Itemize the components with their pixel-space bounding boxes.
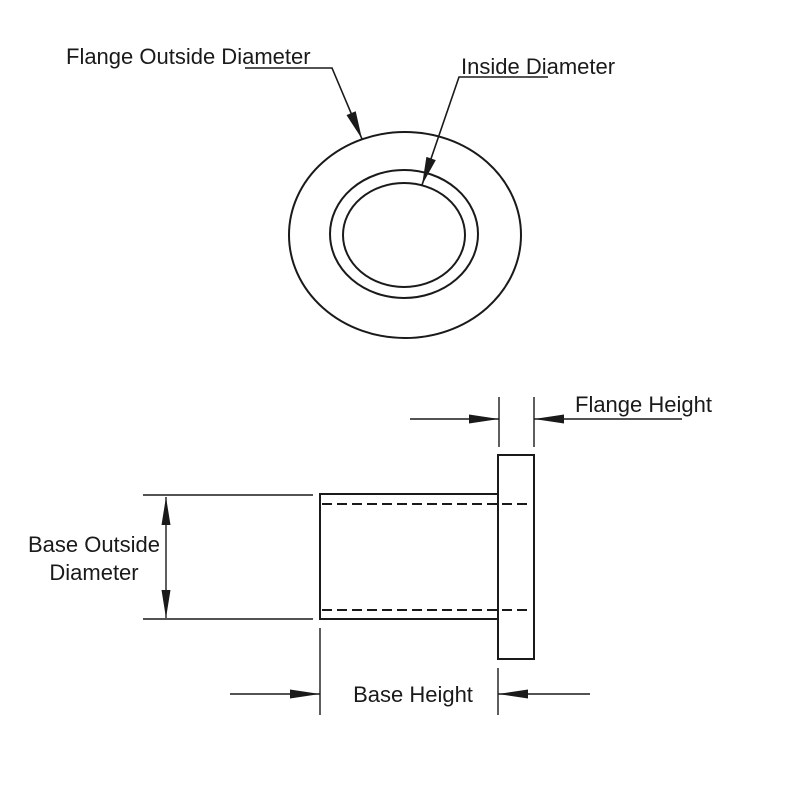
inner-bore-circle: [342, 182, 466, 288]
base-od-arrowhead-down-icon: [161, 590, 171, 618]
base-outside-diameter-label-line1: Base Outside: [28, 532, 160, 557]
base-height-arrowhead-left-icon: [290, 689, 320, 699]
flange-outer-circle: [288, 131, 522, 339]
base-od-arrowhead-up-icon: [161, 497, 171, 525]
base-body-outline: [319, 493, 499, 620]
flange-height-dimension: Flange Height: [410, 392, 712, 447]
dimension-annotations: Flange Height Base Outside Diameter: [28, 392, 712, 715]
flange-height-arrowhead-left-icon: [469, 414, 499, 424]
base-height-dimension: Base Height: [230, 628, 590, 715]
inside-diameter-label: Inside Diameter: [461, 54, 615, 79]
inside-diameter-arrowhead-icon: [422, 156, 436, 185]
base-outside-diameter-label-line2: Diameter: [49, 560, 138, 585]
flange-height-arrowhead-right-icon: [534, 414, 564, 424]
inside-diameter-leader-line: [421, 76, 548, 186]
flange-outline: [497, 454, 535, 660]
base-outer-circle: [329, 169, 479, 299]
flange-height-label: Flange Height: [575, 392, 712, 417]
base-height-label: Base Height: [353, 682, 473, 707]
flange-outside-diameter-arrowhead-icon: [346, 111, 362, 139]
base-height-arrowhead-right-icon: [498, 689, 528, 699]
top-view: Flange Outside Diameter Inside Diameter: [66, 44, 615, 339]
flange-outside-diameter-leader-line: [245, 67, 363, 140]
base-outside-diameter-dimension: Base Outside Diameter: [28, 494, 313, 620]
flange-outside-diameter-label: Flange Outside Diameter: [66, 44, 311, 69]
side-view: [319, 454, 535, 660]
